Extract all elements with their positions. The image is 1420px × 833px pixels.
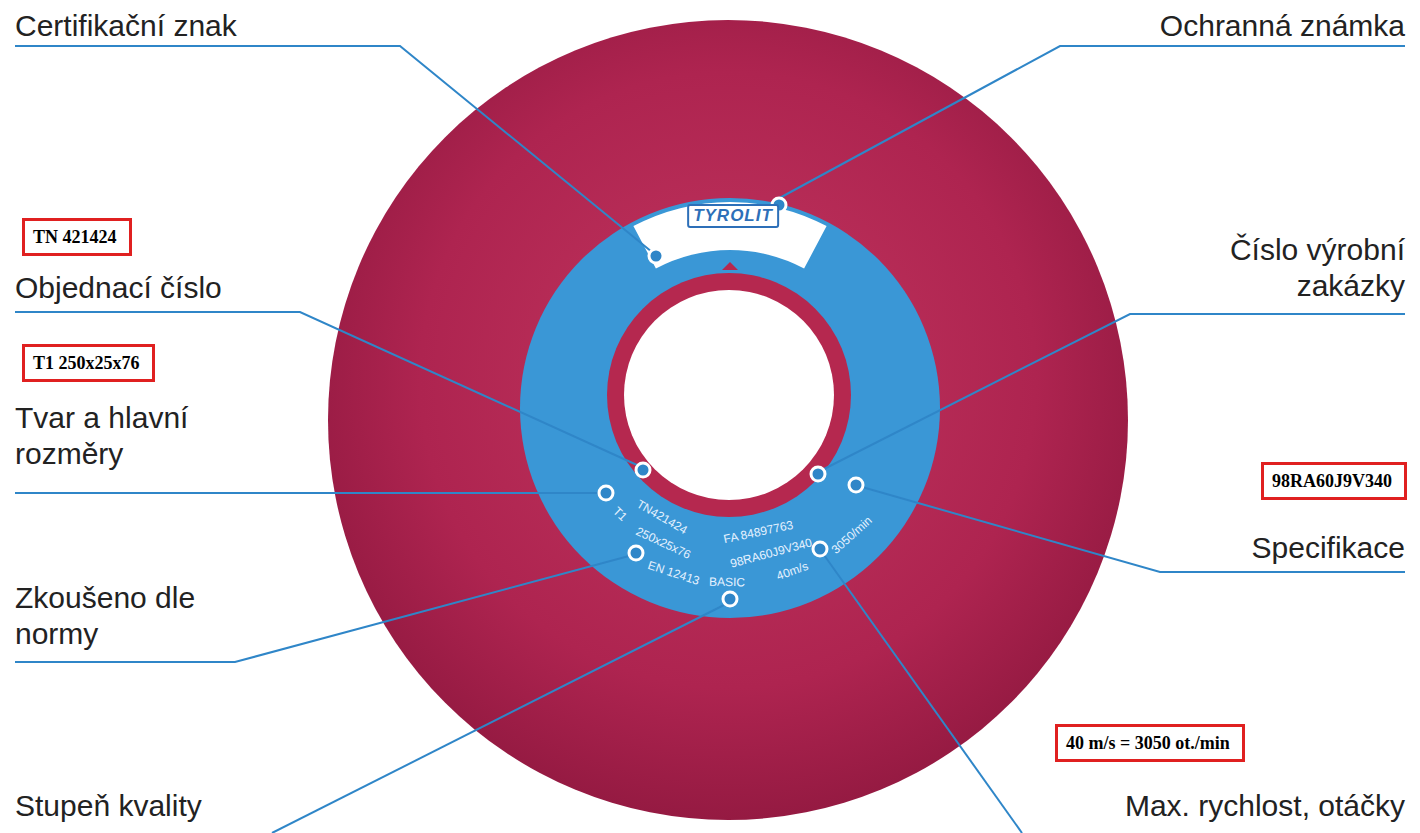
callout-dot bbox=[636, 463, 650, 477]
leader-line bbox=[774, 46, 1405, 201]
leader-group bbox=[15, 46, 1405, 833]
callout-dot bbox=[599, 486, 613, 500]
callout-label: Objednací číslo bbox=[15, 270, 222, 306]
box-text: TN 421424 bbox=[33, 226, 121, 248]
callout-label: Ochranná známka bbox=[1160, 8, 1405, 44]
spec-box: TN 421424 bbox=[22, 218, 132, 256]
hole-rim bbox=[607, 273, 851, 517]
callout-label: Zkoušeno dle normy bbox=[15, 580, 235, 652]
callout-label: Stupeň kvality bbox=[15, 788, 202, 824]
spec-box: T1 250x25x76 bbox=[22, 344, 155, 382]
leader-line bbox=[15, 492, 598, 494]
box-text: T1 250x25x76 bbox=[33, 352, 144, 374]
trademark-sector bbox=[633, 202, 826, 268]
callout-label: Číslo výrobní zakázky bbox=[1150, 232, 1405, 304]
box-text: 40 m/s = 3050 ot./min bbox=[1066, 732, 1234, 754]
wheel-disc bbox=[328, 20, 1128, 820]
wheel-marking: BASIC bbox=[709, 575, 745, 590]
sector-notch bbox=[722, 262, 738, 270]
label-ring bbox=[520, 198, 940, 618]
callout-dot bbox=[649, 249, 663, 263]
trademark-logo: TYROLIT bbox=[687, 204, 779, 228]
box-text: 98RA60J9V340 bbox=[1272, 470, 1396, 492]
leader-line bbox=[824, 555, 1022, 833]
callout-label: Specifikace bbox=[1252, 530, 1405, 566]
leader-line bbox=[824, 314, 1405, 469]
leader-line bbox=[15, 556, 629, 662]
callout-label: Tvar a hlavní rozměry bbox=[15, 400, 255, 472]
callout-dot bbox=[629, 546, 643, 560]
callout-dots bbox=[599, 198, 863, 606]
callout-dot bbox=[811, 467, 825, 481]
spec-box: 98RA60J9V340 bbox=[1261, 462, 1407, 500]
bore-hole bbox=[624, 290, 834, 500]
callout-dot bbox=[813, 542, 827, 556]
spec-box: 40 m/s = 3050 ot./min bbox=[1055, 724, 1245, 762]
callout-label: Max. rychlost, otáčky bbox=[1125, 788, 1405, 824]
callout-label: Certifikační znak bbox=[15, 8, 237, 44]
callout-dot bbox=[849, 478, 863, 492]
leader-line bbox=[272, 604, 726, 833]
callout-dot bbox=[723, 592, 737, 606]
